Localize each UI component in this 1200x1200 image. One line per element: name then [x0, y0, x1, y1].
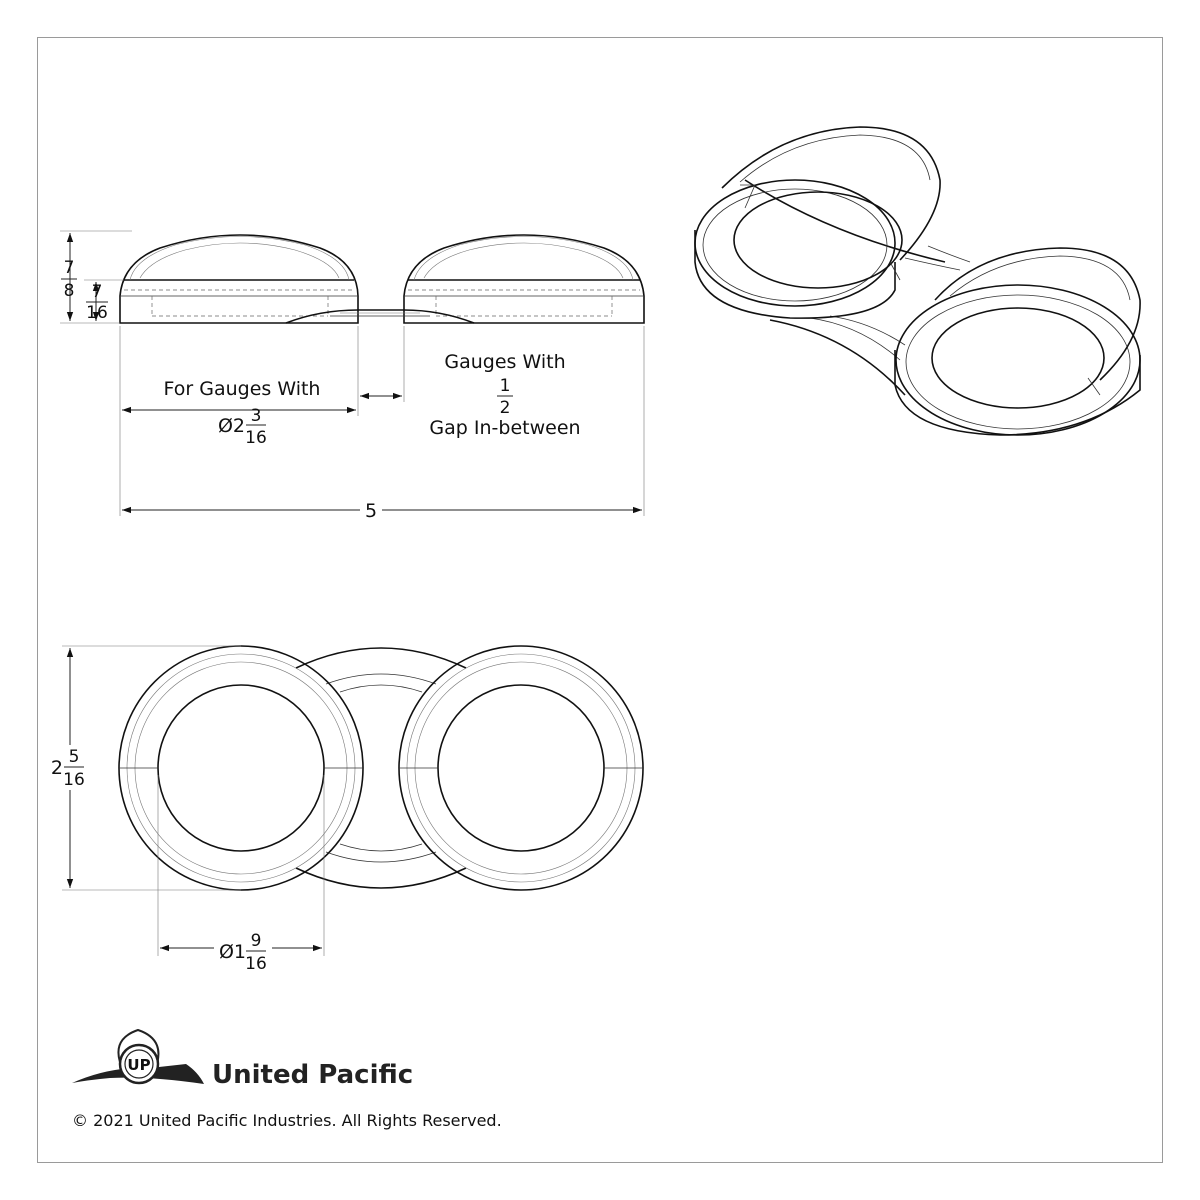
top-height-whole: 2: [51, 757, 63, 779]
hole-diameter-whole: Ø1: [219, 941, 246, 963]
brand-logo: UP: [72, 1028, 204, 1085]
dimension-gap: 1 2: [497, 376, 513, 418]
brand-name: United Pacific: [212, 1060, 413, 1090]
gap-numerator: 1: [500, 376, 511, 396]
top-height-numerator: 5: [69, 747, 80, 767]
hole-diameter-numerator: 9: [251, 931, 262, 951]
gauge-diameter-numerator: 3: [251, 406, 262, 426]
height-base-numerator: 7: [92, 282, 103, 302]
gauge-label: For Gauges With: [164, 378, 321, 400]
copyright-text: © 2021 United Pacific Industries. All Ri…: [72, 1111, 502, 1130]
dimension-top-height: 2 5 16: [51, 747, 85, 790]
gap-label-2: Gap In-between: [429, 417, 580, 439]
overall-width-value: 5: [365, 500, 377, 522]
hole-diameter-denominator: 16: [245, 954, 267, 974]
gap-label: Gauges With: [444, 351, 565, 373]
logo-monogram: UP: [127, 1056, 150, 1074]
height-total-numerator: 7: [64, 258, 75, 278]
height-base-denominator: 16: [86, 303, 108, 323]
gap-denominator: 2: [500, 398, 511, 418]
top-view: 2 5 16 Ø1 9 16: [51, 645, 644, 974]
isometric-view: [694, 126, 1141, 436]
dimension-height-total: 7 8: [61, 258, 77, 301]
dimension-height-base: 7 16: [86, 282, 108, 323]
drawing-sheet-border: [37, 37, 1163, 1163]
gauge-diameter-whole: Ø2: [218, 415, 245, 437]
side-view: 7 8 7 16 For Gauges With Ø2 3 16 Gauges …: [60, 230, 645, 522]
gauge-diameter-denominator: 16: [245, 428, 267, 448]
dimension-hole-diameter: Ø1 9 16: [219, 931, 267, 974]
dimension-gauge-diameter: Ø2 3 16: [218, 406, 267, 448]
height-total-denominator: 8: [64, 281, 75, 301]
top-height-denominator: 16: [63, 770, 85, 790]
